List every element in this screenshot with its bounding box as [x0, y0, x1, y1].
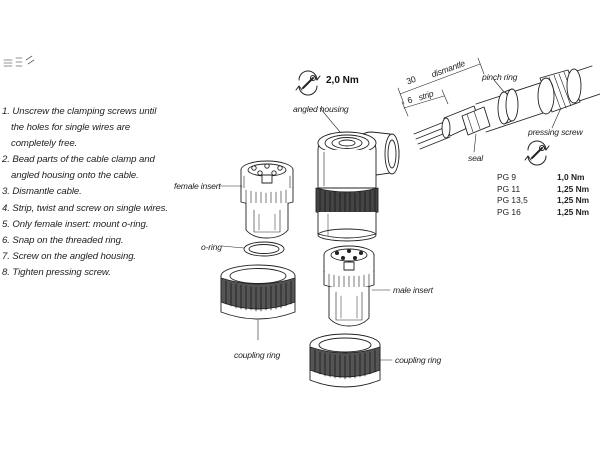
label-pressing-screw: pressing screw	[528, 127, 583, 137]
instruction-step-continued: the holes for single wires are	[11, 122, 131, 134]
instruction-step: 6. Snap on the threaded ring.	[2, 234, 124, 246]
instruction-step: 3. Dismantle cable.	[2, 186, 82, 198]
instruction-step: 8. Tighten pressing screw.	[2, 266, 111, 278]
label-coupling-ring-right: coupling ring	[395, 355, 442, 365]
label-angled-housing: angled housing	[293, 104, 349, 114]
leader-lines	[218, 79, 561, 361]
wrench-rotate-icon	[295, 70, 321, 96]
instruction-step: 1. Unscrew the clamping screws until	[2, 106, 157, 117]
label-o-ring: o-ring	[201, 242, 222, 252]
label-male-insert: male insert	[393, 285, 433, 295]
label-female-insert: female insert	[174, 181, 221, 191]
instruction-step: 5. Only female insert: mount o-ring.	[2, 218, 149, 230]
instruction-step-continued: completely free.	[11, 138, 78, 150]
instruction-step: 4. Strip, twist and screw on single wire…	[2, 202, 168, 214]
dimension-lines	[397, 57, 485, 117]
assembly-instructions: 1. Unscrew the clamping screws until the…	[2, 104, 192, 281]
label-seal: seal	[468, 153, 483, 163]
instruction-step-continued: angled housing onto the cable.	[11, 170, 139, 182]
male-insert	[323, 245, 375, 327]
label-coupling-ring-left: coupling ring	[234, 350, 281, 360]
o-ring	[243, 241, 285, 257]
angled-housing	[315, 131, 400, 242]
coupling-ring-left	[220, 264, 296, 320]
label-pinch-ring: pinch ring	[482, 72, 518, 82]
wrench-rotate-icon	[524, 140, 550, 166]
cable-assembly	[413, 65, 600, 150]
housing-torque-value: 2,0 Nm	[326, 75, 359, 86]
instruction-step: 7. Screw on the angled housing.	[2, 250, 136, 262]
publisher-logo	[3, 55, 35, 67]
coupling-ring-right	[309, 333, 381, 388]
instruction-step: 2. Bead parts of the cable clamp and	[2, 154, 155, 166]
female-insert	[240, 160, 294, 239]
